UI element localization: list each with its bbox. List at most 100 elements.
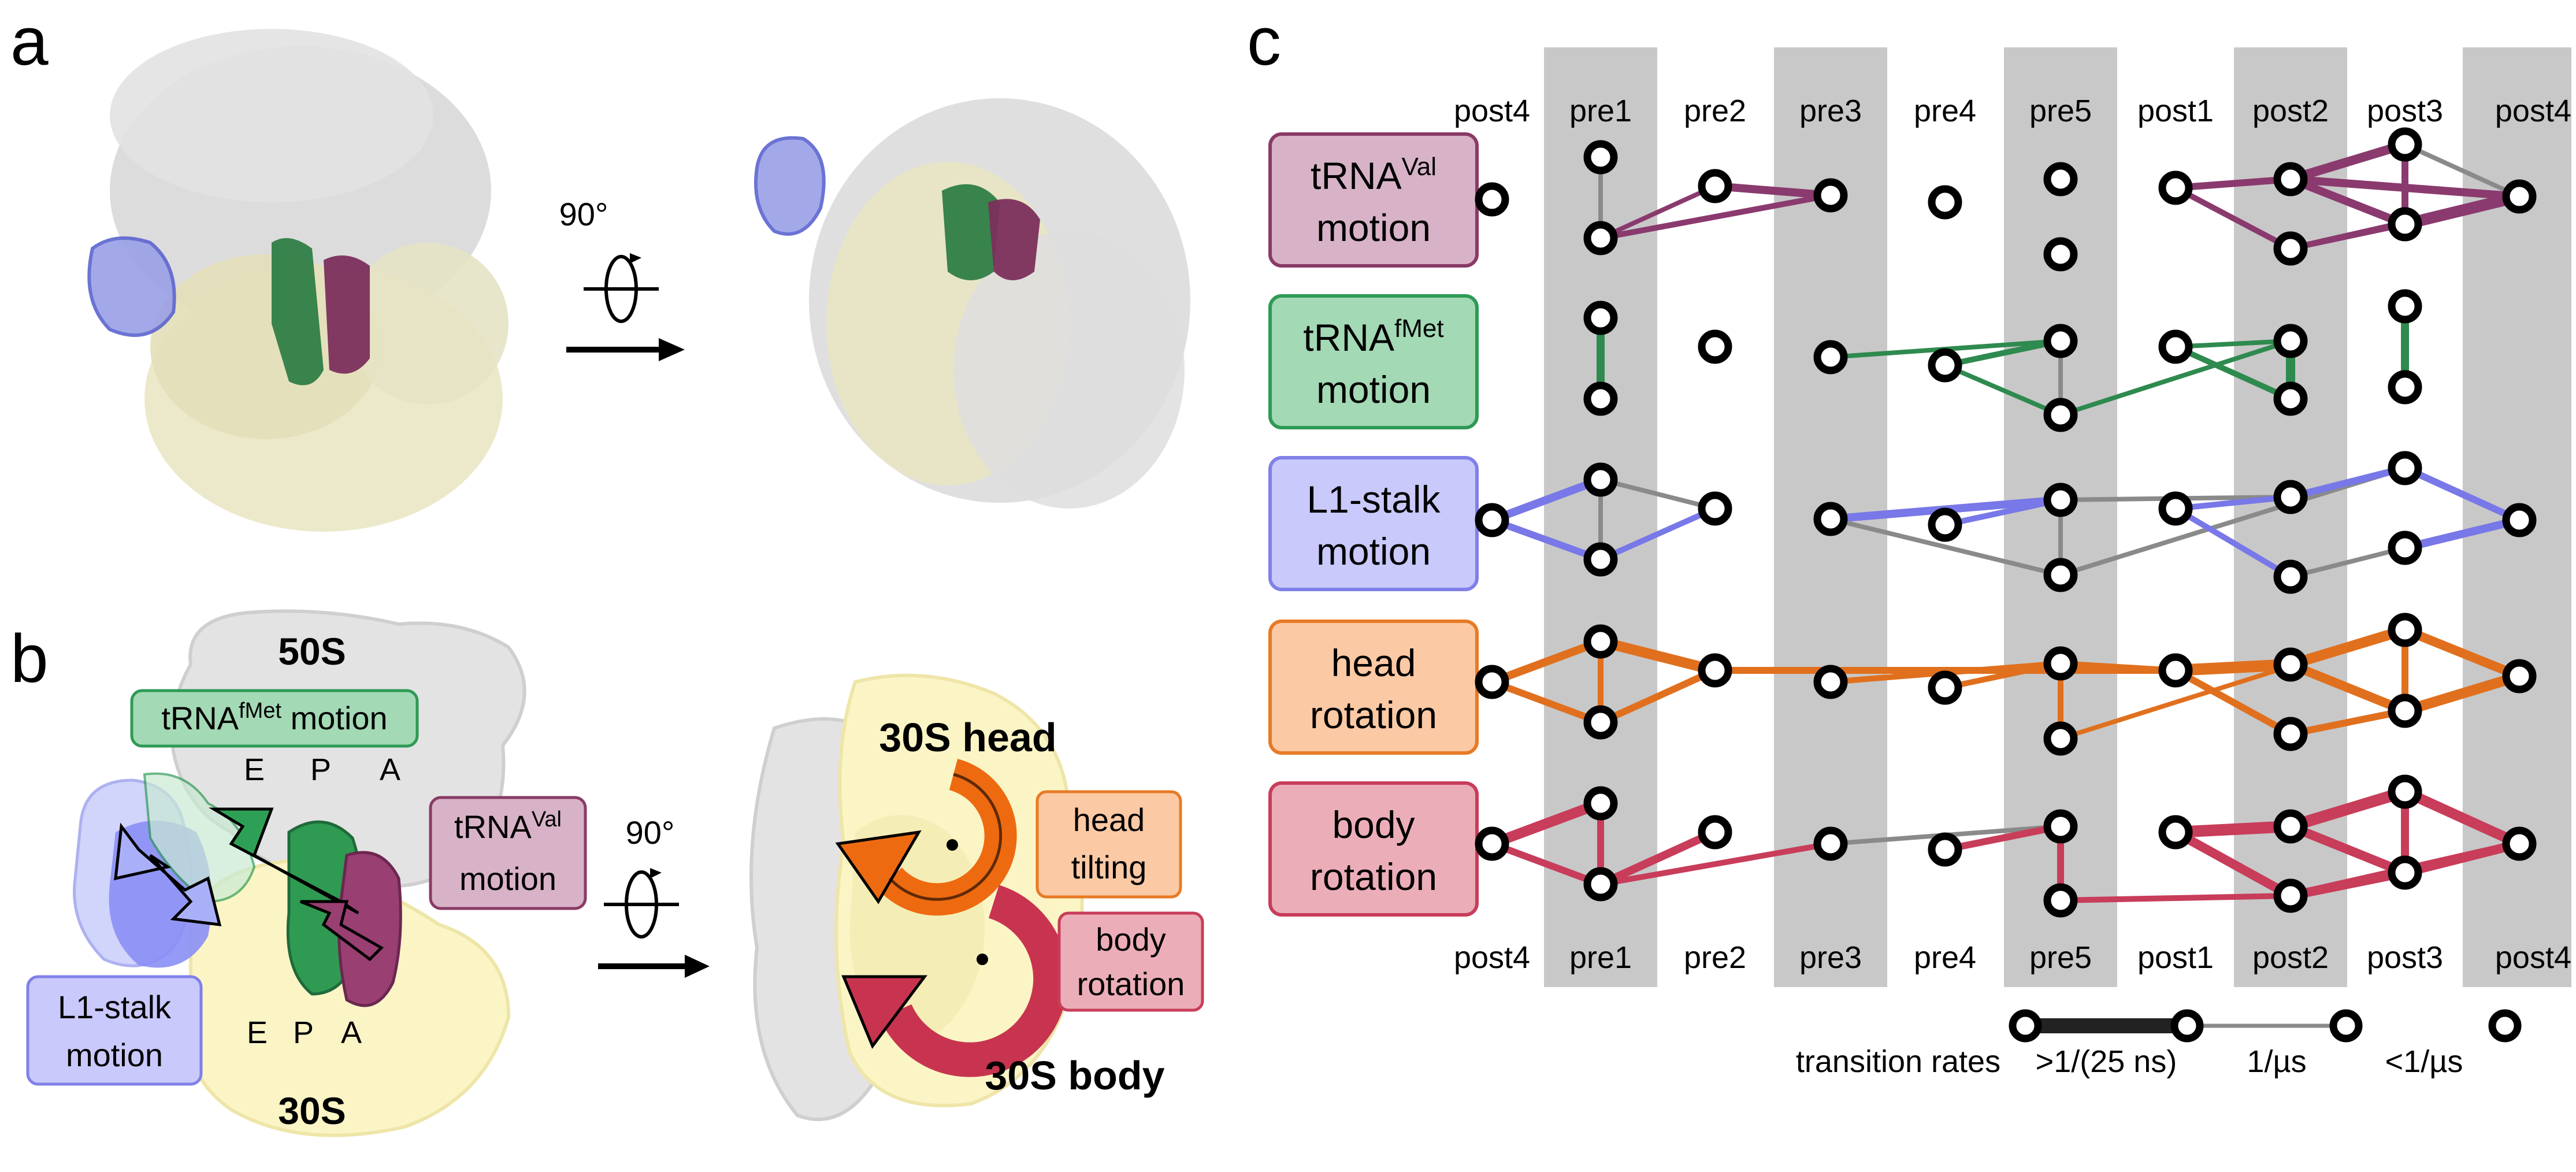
head-rotation-state-node [1583, 624, 1618, 659]
l1-stalk-transition [1489, 517, 1604, 563]
head-rotation-state-node [2502, 659, 2537, 693]
head-rotation-transition [1597, 667, 1718, 726]
trna-val-structure-right [988, 199, 1040, 280]
trna-val-motion-box: tRNAVal motion [429, 796, 587, 910]
body-rotation-transition [2285, 786, 2411, 832]
head-rotation-state-node [2043, 646, 2078, 681]
svg-text:motion: motion [459, 861, 556, 897]
trna-val-shape [337, 851, 402, 1007]
l1-stalk-state-node [1813, 502, 1848, 536]
body-rotation-transition [2170, 821, 2296, 838]
trna-val-transition [2403, 142, 2522, 199]
body-rotation-state-node [1813, 826, 1848, 861]
state-label-bottom: pre1 [1569, 940, 1632, 975]
l1-stalk-transition [1598, 477, 1717, 511]
svg-text:rotation: rotation [1077, 966, 1185, 1002]
state-label-top: post4 [1454, 94, 1530, 128]
svg-text:tRNAVal: tRNAVal [1311, 153, 1437, 197]
svg-text:motion: motion [1316, 368, 1431, 411]
head-rotation-state-node [1698, 653, 1732, 688]
l1-stalk-state-node [1583, 542, 1618, 577]
body-rotation-arrow [841, 885, 1068, 1077]
head-rotation-transition [2400, 625, 2524, 681]
state-label-top: post3 [2367, 94, 2443, 128]
l1-stalk-state-node [2043, 483, 2078, 517]
head-rotation-state-node [2388, 613, 2422, 647]
row-labels: tRNAVal motiontRNAfMetmotionL1-stalkmotio… [1268, 132, 1479, 917]
body-rotation-transition [1597, 828, 1719, 888]
rotation-symbol-a: 90° [559, 196, 685, 361]
head-label: 30S head [879, 715, 1056, 760]
trna-val-state-node [2273, 162, 2308, 196]
head-rotation-transition [1942, 661, 2063, 691]
body-rotation-state-node [2388, 855, 2422, 890]
l1-stalk-state-node [2388, 451, 2422, 485]
trna-val-state-node [2388, 207, 2422, 242]
head-rotation-transition [2058, 661, 2178, 673]
trna-val-state-node [2043, 237, 2078, 272]
trna-val-state-node [2158, 170, 2193, 205]
head-rotation-transition [2172, 667, 2294, 737]
svg-text:rotation: rotation [1310, 693, 1437, 736]
l1-stalk-state-node [2388, 531, 2422, 565]
body-rotation-transition [1598, 841, 1833, 887]
trna-val-state-node [1583, 140, 1618, 175]
state-nodes [1475, 127, 2537, 918]
state-label-bottom: post4 [2495, 940, 2571, 975]
state-label-top: pre1 [1569, 94, 1632, 128]
trna-val-transition [2286, 140, 2410, 184]
trna-fmet-transition [2058, 339, 2293, 417]
svg-text:L1-stalk: L1-stalk [1306, 478, 1441, 521]
l1-stalk-structure-left [87, 236, 176, 337]
head-tilting-box: head tilting [1035, 790, 1182, 899]
head-rotation-state-node [1813, 665, 1848, 699]
trna-fmet-transition [2173, 339, 2293, 349]
state-label-top: pre2 [1684, 94, 1746, 128]
l1-stalk-transition [1828, 517, 2063, 577]
l1-stalk-state-node [2158, 491, 2193, 526]
state-label-bottom: pre3 [1799, 940, 1862, 975]
svg-text:body: body [1332, 803, 1415, 846]
state-label-top: post4 [2495, 94, 2571, 128]
state-label-top: pre3 [1799, 94, 1862, 128]
head-rotation-transition [1595, 636, 1720, 676]
svg-text:tRNAfMet motion: tRNAfMet motion [161, 699, 387, 736]
trna-val-arrow [300, 900, 384, 962]
panel-c-letter: c [1247, 3, 1281, 80]
l1-stalk-state-node [1583, 462, 1618, 497]
state-label-top: pre4 [1914, 94, 1976, 128]
ribosome-structure-right [754, 98, 1190, 509]
svg-text:L1-stalk: L1-stalk [58, 989, 172, 1025]
panel-b-letter: b [10, 621, 49, 697]
body-rotation-transition [1942, 823, 2064, 853]
trna-val-transition [1711, 182, 1835, 199]
trna-fmet-transition [2173, 344, 2293, 402]
legend-node-2 [2170, 1009, 2204, 1043]
head-rotation-transition [1489, 678, 1604, 726]
l1-stalk-transition [2401, 465, 2523, 524]
rotation-label-a: 90° [559, 196, 608, 232]
ribosome-structure-left [87, 29, 508, 532]
site-a-bottom: A [341, 1015, 362, 1050]
l1-stalk-transition [2173, 506, 2293, 580]
trna-fmet-state-node [1583, 301, 1618, 335]
trna-fmet-structure-left [272, 238, 324, 385]
l1-stalk-state-node [2043, 558, 2078, 592]
body-rotation-state-node [2043, 809, 2078, 844]
legend-slow-label: <1/µs [2385, 1044, 2463, 1079]
head-rotation-transition [2170, 659, 2296, 676]
head-rotation-state-node [2043, 721, 2078, 756]
trna-val-transition [2172, 176, 2294, 191]
head-rotation-state-node [1583, 705, 1618, 740]
trna-fmet-state-node [1928, 348, 1962, 383]
trna-fmet-state-node [2273, 381, 2308, 416]
state-label-bottom: post3 [2367, 940, 2443, 975]
head-rotation-state-node [2388, 693, 2422, 728]
l1-stalk-state-node [2273, 559, 2308, 594]
site-e-bottom: E [247, 1015, 268, 1050]
trna-val-state-node [1813, 178, 1848, 213]
body-rotation-state-node [2273, 809, 2308, 844]
transition-edges [1487, 140, 2525, 904]
